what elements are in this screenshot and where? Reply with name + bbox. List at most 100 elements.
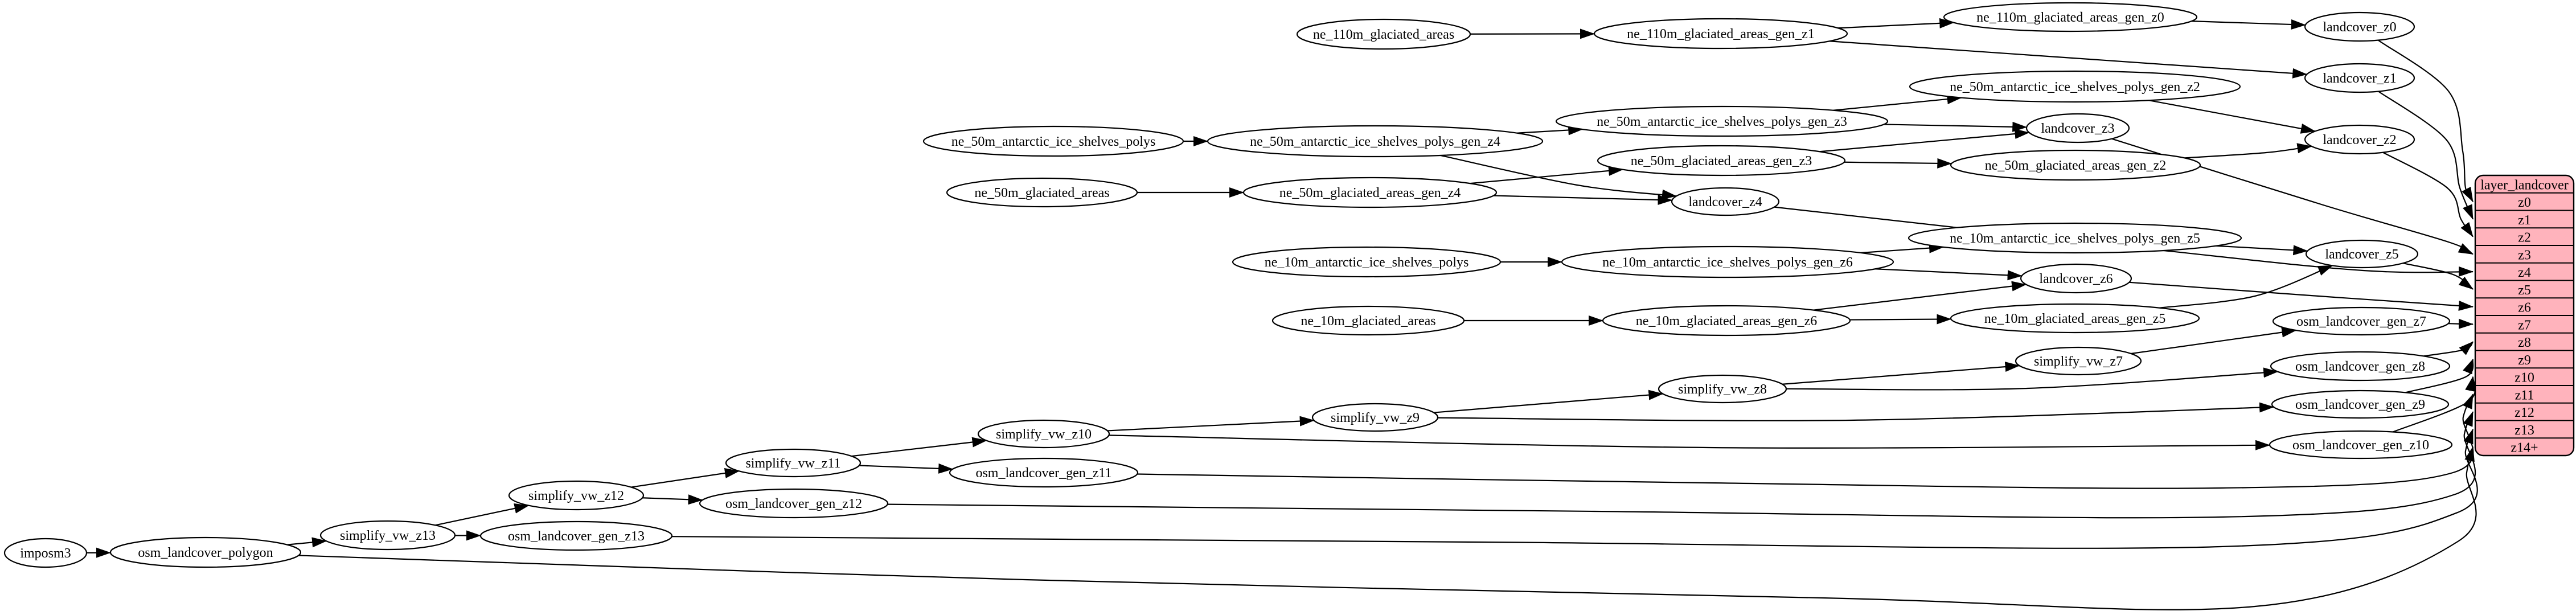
node-label: osm_landcover_polygon (138, 546, 273, 560)
table-row-z12: z12 (2515, 405, 2534, 420)
node-ne_10m_glaciated_areas_gen_z6: ne_10m_glaciated_areas_gen_z6 (1602, 305, 1851, 337)
node-label: ne_50m_antarctic_ice_shelves_polys_gen_z… (1597, 114, 1847, 129)
edge-simplify_vw_z12-to-simplify_vw_z11 (631, 468, 740, 488)
node-ellipse (2304, 63, 2415, 93)
node-label: simplify_vw_z11 (745, 456, 840, 471)
node-ne_110m_glaciated_areas: ne_110m_glaciated_areas (1296, 18, 1471, 50)
node-ellipse (1242, 177, 1498, 208)
table-title: layer_landcover (2480, 178, 2569, 192)
node-ellipse (1593, 18, 1848, 50)
edge-ne_110m_glaciated_areas_gen_z0-to-landcover_z0 (2191, 19, 2306, 30)
node-ellipse (949, 457, 1139, 488)
edge-ne_50m_glaciated_areas_gen_z3-to-landcover_z3 (1819, 129, 2030, 153)
node-label: ne_50m_glaciated_areas_gen_z3 (1631, 154, 1812, 169)
node-ellipse (1555, 105, 1889, 137)
node-label: ne_10m_antarctic_ice_shelves_polys_gen_z… (1602, 255, 1853, 270)
node-osm_landcover_gen_z13: osm_landcover_gen_z13 (479, 520, 673, 551)
node-label: ne_110m_glaciated_areas_gen_z0 (1976, 10, 2164, 25)
node-ellipse (2304, 124, 2415, 155)
node-label: ne_10m_antarctic_ice_shelves_polys_gen_z… (1950, 231, 2200, 246)
node-ne_50m_antarctic_ice_shelves_polys_gen_z2: ne_50m_antarctic_ice_shelves_polys_gen_z… (1909, 70, 2241, 103)
node-osm_landcover_gen_z10: osm_landcover_gen_z10 (2269, 430, 2453, 460)
table-row-z10: z10 (2515, 371, 2534, 386)
node-landcover_z4: landcover_z4 (1671, 187, 1780, 216)
edge-ne_110m_glaciated_areas_gen_z1-to-landcover_z1 (1829, 40, 2308, 79)
node-label: simplify_vw_z8 (1678, 382, 1767, 397)
node-label: ne_10m_antarctic_ice_shelves_polys (1265, 255, 1469, 270)
node-osm_landcover_polygon: osm_landcover_polygon (109, 536, 302, 568)
node-ne_50m_antarctic_ice_shelves_polys_gen_z4: ne_50m_antarctic_ice_shelves_polys_gen_z… (1207, 125, 1544, 158)
table-row-z4: z4 (2518, 265, 2531, 280)
node-ellipse (2025, 113, 2130, 143)
node-ellipse (2304, 11, 2415, 42)
edge-landcover_z1-to-row-z1 (2378, 91, 2474, 220)
node-label: landcover_z4 (1688, 195, 1762, 210)
edge-osm_landcover_gen_z7-to-row-z7 (2448, 318, 2474, 329)
node-ellipse (699, 488, 889, 519)
node-ellipse (508, 480, 645, 511)
table-row-z13: z13 (2515, 423, 2534, 438)
node-simplify_vw_z13: simplify_vw_z13 (319, 520, 456, 551)
node-label: osm_landcover_gen_z11 (975, 466, 1111, 481)
node-landcover_z0: landcover_z0 (2304, 11, 2415, 42)
node-label: osm_landcover_gen_z10 (2292, 438, 2429, 453)
node-ellipse (725, 448, 862, 478)
edge-osm_landcover_gen_z12-to-row-z12 (887, 411, 2476, 519)
node-ne_10m_antarctic_ice_shelves_polys_gen_z6: ne_10m_antarctic_ice_shelves_polys_gen_z… (1561, 245, 1894, 278)
node-ellipse (2271, 389, 2450, 419)
node-ne_50m_glaciated_areas: ne_50m_glaciated_areas (946, 177, 1138, 208)
node-simplify_vw_z10: simplify_vw_z10 (977, 419, 1110, 449)
edge-osm_landcover_gen_z11-to-row-z11 (1137, 393, 2474, 489)
edge-simplify_vw_z9-to-simplify_vw_z8 (1433, 389, 1664, 413)
table-row-z8: z8 (2518, 335, 2531, 350)
node-ellipse (1296, 18, 1471, 50)
node-label: ne_10m_glaciated_areas_gen_z6 (1636, 314, 1818, 329)
node-label: ne_50m_antarctic_ice_shelves_polys_gen_z… (1250, 134, 1500, 149)
node-label: ne_110m_glaciated_areas (1313, 27, 1454, 42)
table-row-z2: z2 (2518, 231, 2531, 245)
node-layer: imposm3 osm_landcover_polygon simplify_vw_… (3, 2, 2453, 568)
node-ne_10m_antarctic_ice_shelves_polys: ne_10m_antarctic_ice_shelves_polys (1232, 246, 1502, 278)
node-ellipse (1671, 187, 1780, 216)
node-simplify_vw_z11: simplify_vw_z11 (725, 448, 862, 478)
node-simplify_vw_z7: simplify_vw_z7 (2015, 346, 2142, 376)
node-ellipse (319, 520, 456, 551)
edge-ne_10m_antarctic_ice_shelves_polys_gen_z6-to-ne_10m_antarctic_ice_shelves_polys_gen_z5 (1860, 243, 1945, 254)
edge-landcover_z2-to-row-z2 (2382, 151, 2474, 237)
edge-ne_50m_antarctic_ice_shelves_polys_gen_z3-to-ne_50m_antarctic_ice_shelves_polys_gen_z2 (1833, 94, 1962, 111)
table-row-z6: z6 (2518, 301, 2531, 315)
edge-osm_landcover_gen_z13-to-row-z13 (671, 428, 2478, 549)
node-ne_50m_glaciated_areas_gen_z4: ne_50m_glaciated_areas_gen_z4 (1242, 177, 1498, 208)
node-ne_50m_antarctic_ice_shelves_polys_gen_z3: ne_50m_antarctic_ice_shelves_polys_gen_z… (1555, 105, 1889, 137)
node-simplify_vw_z12: simplify_vw_z12 (508, 480, 645, 511)
edge-simplify_vw_z12-to-osm_landcover_gen_z12 (642, 494, 703, 505)
node-ellipse (3, 538, 88, 568)
edge-simplify_vw_z11-to-simplify_vw_z10 (851, 437, 987, 457)
node-ellipse (946, 177, 1138, 208)
edge-ne_50m_antarctic_ice_shelves_polys_gen_z2-to-landcover_z2 (2148, 100, 2316, 134)
node-ellipse (2015, 346, 2142, 376)
node-imposm3: imposm3 (3, 538, 88, 568)
node-ellipse (1232, 246, 1502, 278)
node-ne_110m_glaciated_areas_gen_z0: ne_110m_glaciated_areas_gen_z0 (1943, 2, 2198, 32)
node-label: ne_50m_glaciated_areas (974, 186, 1109, 200)
node-landcover_z1: landcover_z1 (2304, 63, 2415, 93)
node-label: osm_landcover_gen_z7 (2296, 314, 2426, 329)
edge-osm_landcover_polygon-to-simplify_vw_z13 (286, 537, 327, 548)
node-ellipse (1207, 125, 1544, 158)
edge-osm_landcover_gen_z10-to-row-z10 (2392, 376, 2476, 433)
node-landcover_z5: landcover_z5 (2305, 239, 2419, 269)
node-label: ne_50m_glaciated_areas_gen_z4 (1279, 186, 1461, 200)
node-ellipse (1943, 2, 2198, 32)
table-row-z11: z11 (2515, 388, 2534, 403)
node-osm_landcover_gen_z7: osm_landcover_gen_z7 (2272, 306, 2451, 336)
node-label: ne_50m_antarctic_ice_shelves_polys (951, 134, 1156, 149)
edge-simplify_vw_z8-to-simplify_vw_z7 (1782, 362, 2020, 385)
edge-simplify_vw_z10-to-simplify_vw_z9 (1107, 416, 1315, 432)
edge-simplify_vw_z8-to-osm_landcover_gen_z8 (1786, 367, 2279, 391)
edge-simplify_vw_z7-to-osm_landcover_gen_z7 (2131, 327, 2297, 355)
node-ellipse (2269, 430, 2453, 460)
node-ellipse (1950, 149, 2201, 181)
